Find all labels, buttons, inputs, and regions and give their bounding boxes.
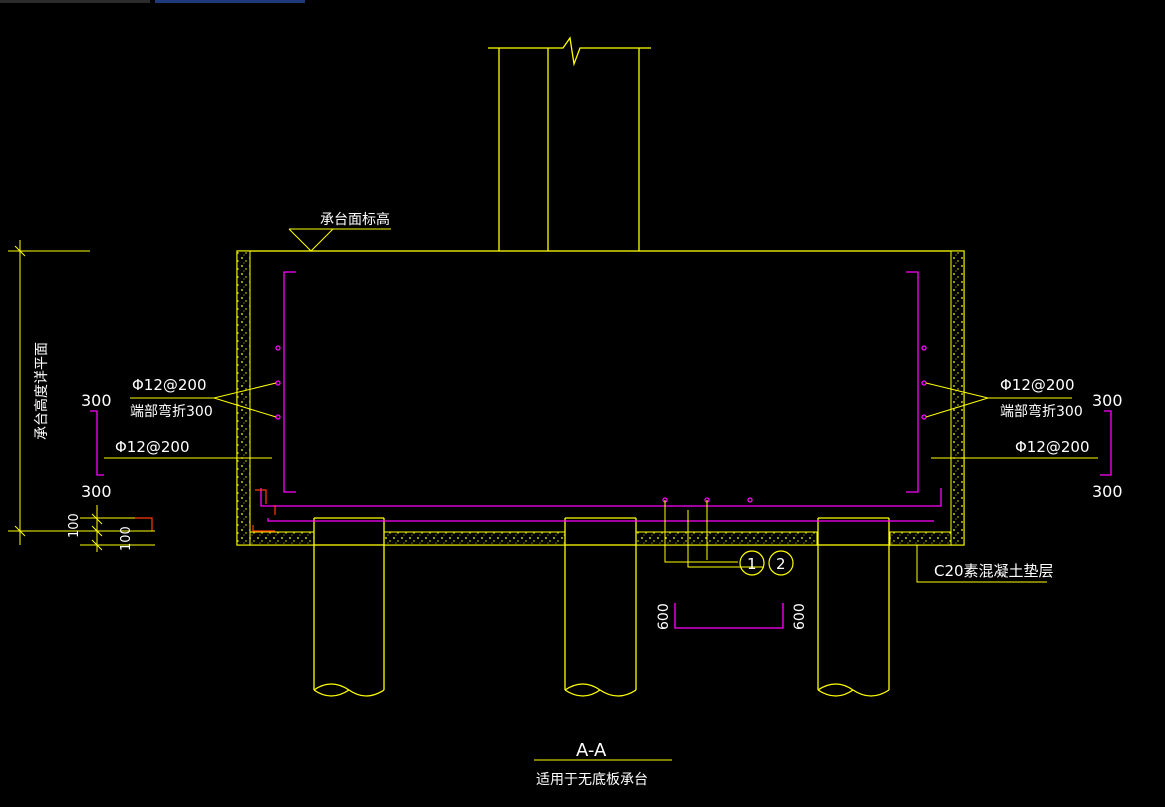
dim-bracket-left-rebar bbox=[90, 410, 104, 476]
bend-left-label: 端部弯折300 bbox=[130, 403, 213, 420]
dim-300-right-bottom: 300 bbox=[1092, 482, 1123, 501]
pile-middle bbox=[564, 517, 637, 697]
title-strip-active bbox=[155, 0, 305, 3]
dim-bracket-right-rebar bbox=[1100, 410, 1112, 476]
rebar-left-lower-label: Φ12@200 bbox=[115, 438, 190, 456]
bar-mark-1-circle bbox=[739, 550, 765, 576]
leaders bbox=[104, 228, 1098, 761]
piles bbox=[313, 517, 890, 697]
bottom-bar-1 bbox=[260, 488, 942, 507]
cap-top-elevation-label: 承台面标高 bbox=[320, 211, 390, 228]
hook-detail bbox=[674, 603, 784, 629]
title-strip bbox=[0, 0, 150, 3]
dim-300-left-top: 300 bbox=[81, 391, 112, 410]
bottom-bar-2 bbox=[267, 518, 934, 522]
dim-300-left-bottom: 300 bbox=[81, 482, 112, 501]
section-note: 适用于无底板承台 bbox=[536, 772, 648, 788]
dim-600-right: 600 bbox=[792, 603, 808, 630]
bar-mark-2: 2 bbox=[776, 555, 786, 573]
dim-300-right-top: 300 bbox=[1092, 391, 1123, 410]
section-title: A-A bbox=[576, 740, 607, 761]
dim-100-a: 100 bbox=[67, 513, 82, 538]
rebar-right-upper-label: Φ12@200 bbox=[1000, 376, 1075, 394]
bar-mark-1: 1 bbox=[747, 555, 757, 573]
side-bar-right bbox=[906, 271, 919, 493]
dimension-lines bbox=[8, 240, 155, 552]
side-bar-left bbox=[283, 271, 296, 493]
pile-left bbox=[313, 517, 385, 697]
bend-right-label: 端部弯折300 bbox=[1000, 403, 1083, 420]
bar-mark-2-circle bbox=[768, 550, 794, 576]
rebar bbox=[90, 271, 1112, 629]
rebar-left-upper-label: Φ12@200 bbox=[132, 376, 207, 394]
rebar-right-lower-label: Φ12@200 bbox=[1015, 438, 1090, 456]
dim-600-left: 600 bbox=[656, 603, 672, 630]
red-marks bbox=[135, 489, 276, 532]
pile-cap bbox=[236, 250, 965, 546]
cushion-note: C20素混凝土垫层 bbox=[934, 562, 1054, 580]
column bbox=[488, 36, 651, 251]
dim-100-b: 100 bbox=[119, 526, 134, 551]
cap-height-note: 承台高度详平面 bbox=[33, 342, 50, 440]
pile-right bbox=[817, 517, 890, 697]
